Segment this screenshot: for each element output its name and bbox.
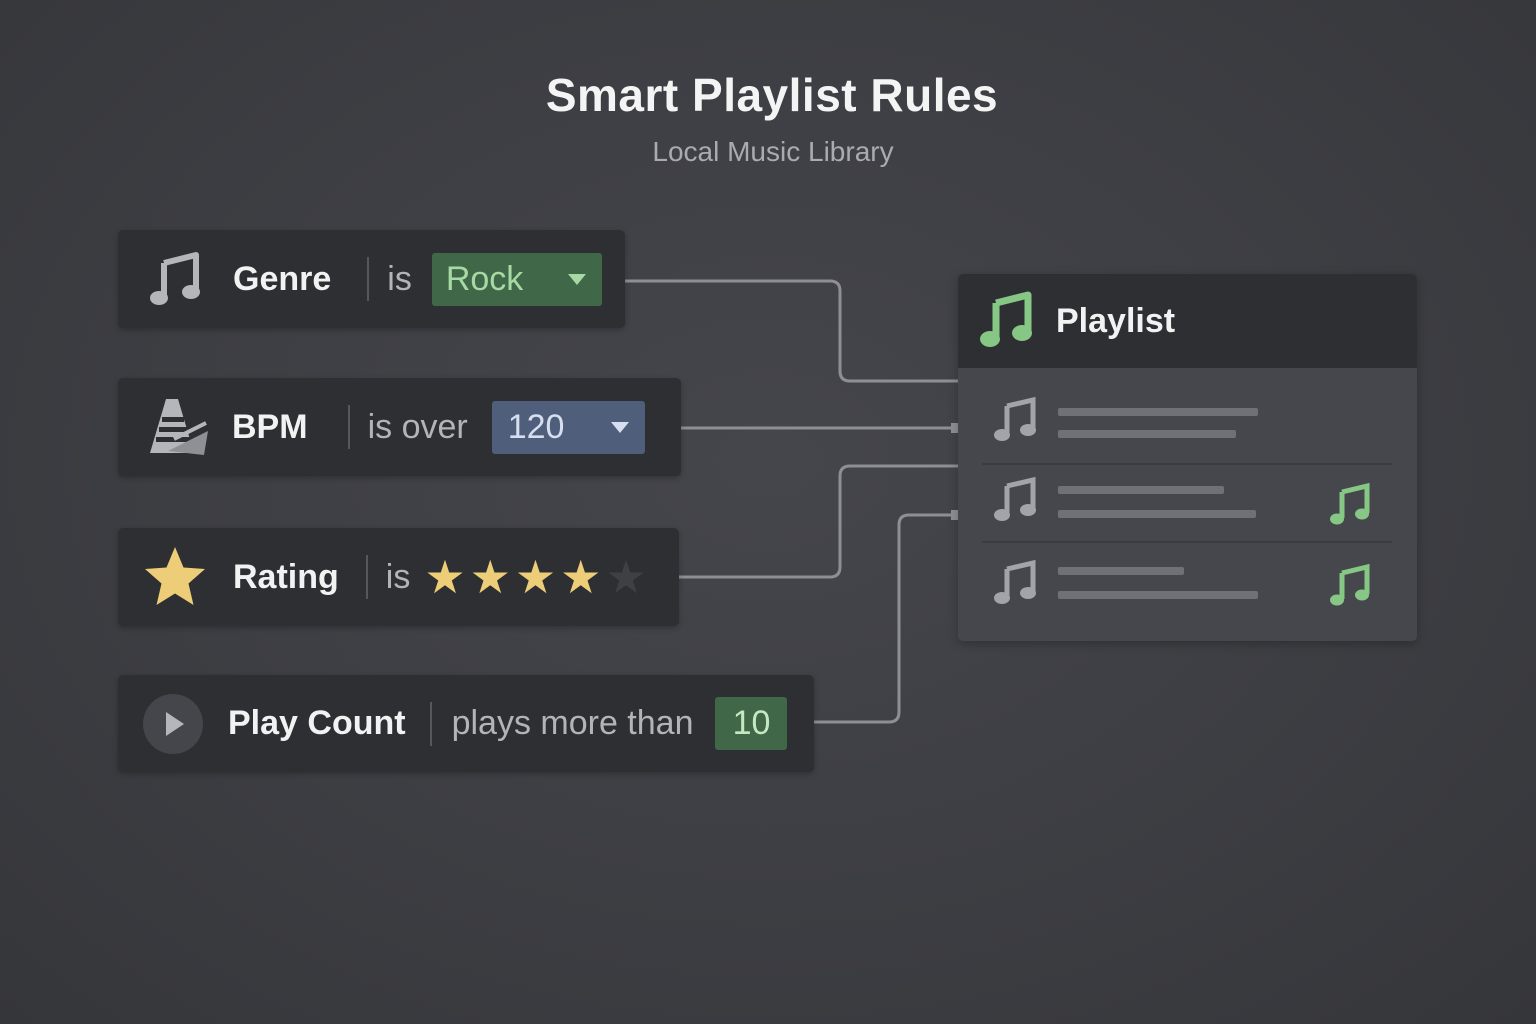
rule-field-label: Play Count (228, 704, 406, 742)
playlist-track[interactable] (982, 545, 1392, 623)
match-indicator-icon (1330, 563, 1372, 612)
metronome-icon (144, 395, 214, 459)
music-note-icon (994, 559, 1038, 610)
music-note-icon (980, 290, 1034, 353)
playlist-track[interactable] (982, 466, 1392, 544)
dropdown-value: Rock (445, 259, 524, 298)
star-empty-icon[interactable]: ★ (605, 551, 647, 603)
divider (347, 405, 350, 449)
track-title-placeholder (1058, 567, 1184, 575)
connector-genre (625, 279, 958, 383)
rule-field-label: BPM (232, 407, 308, 446)
star-icon (142, 545, 208, 609)
track-artist-placeholder (1058, 430, 1236, 438)
playlist-track[interactable] (982, 386, 1392, 464)
star-filled-icon[interactable]: ★ (424, 551, 466, 603)
playlist-panel: Playlist (958, 274, 1417, 641)
chevron-down-icon (567, 273, 586, 285)
rule-field-label: Genre (233, 259, 332, 298)
connector-playcount (814, 513, 958, 724)
track-artist-placeholder (1058, 591, 1258, 599)
connector-port (951, 423, 959, 433)
connector-port (951, 510, 959, 520)
rating-stars[interactable]: ★★★★★ (424, 554, 646, 600)
rule-operator: is over (367, 407, 468, 446)
genre-dropdown[interactable]: Rock (431, 252, 602, 306)
music-note-icon (150, 251, 202, 307)
play-icon (142, 693, 204, 755)
track-divider (982, 463, 1392, 465)
rule-field-label: Rating (233, 557, 339, 596)
match-indicator-icon (1330, 482, 1372, 531)
star-filled-icon[interactable]: ★ (560, 551, 602, 603)
rule-play-count[interactable]: Play Count plays more than 10 (118, 675, 814, 772)
dropdown-value: 120 (507, 407, 565, 446)
track-title-placeholder (1058, 408, 1258, 416)
playlist-header: Playlist (958, 274, 1417, 368)
divider (365, 555, 368, 599)
track-title-placeholder (1058, 486, 1224, 494)
music-note-icon (994, 476, 1038, 527)
track-artist-placeholder (1058, 510, 1256, 518)
star-filled-icon[interactable]: ★ (469, 551, 511, 603)
play-count-input[interactable]: 10 (715, 697, 788, 750)
rule-operator: plays more than (451, 704, 694, 742)
playlist-title: Playlist (1056, 301, 1176, 340)
star-filled-icon[interactable]: ★ (514, 551, 557, 603)
rule-operator: is (385, 557, 411, 596)
divider (367, 257, 370, 301)
connector-rating (679, 464, 958, 579)
track-divider (982, 541, 1392, 543)
rule-bpm[interactable]: BPM is over 120 (118, 378, 681, 476)
divider (429, 701, 432, 746)
page-subtitle: Local Music Library (652, 136, 894, 167)
bpm-dropdown[interactable]: 120 (491, 400, 645, 454)
rule-operator: is (387, 259, 412, 298)
music-note-icon (994, 396, 1038, 447)
rule-rating[interactable]: Rating is ★★★★★ (118, 528, 679, 626)
rule-genre[interactable]: Genre is Rock (118, 230, 625, 328)
page-title: Smart Playlist Rules (545, 69, 999, 121)
chevron-down-icon (610, 421, 629, 433)
